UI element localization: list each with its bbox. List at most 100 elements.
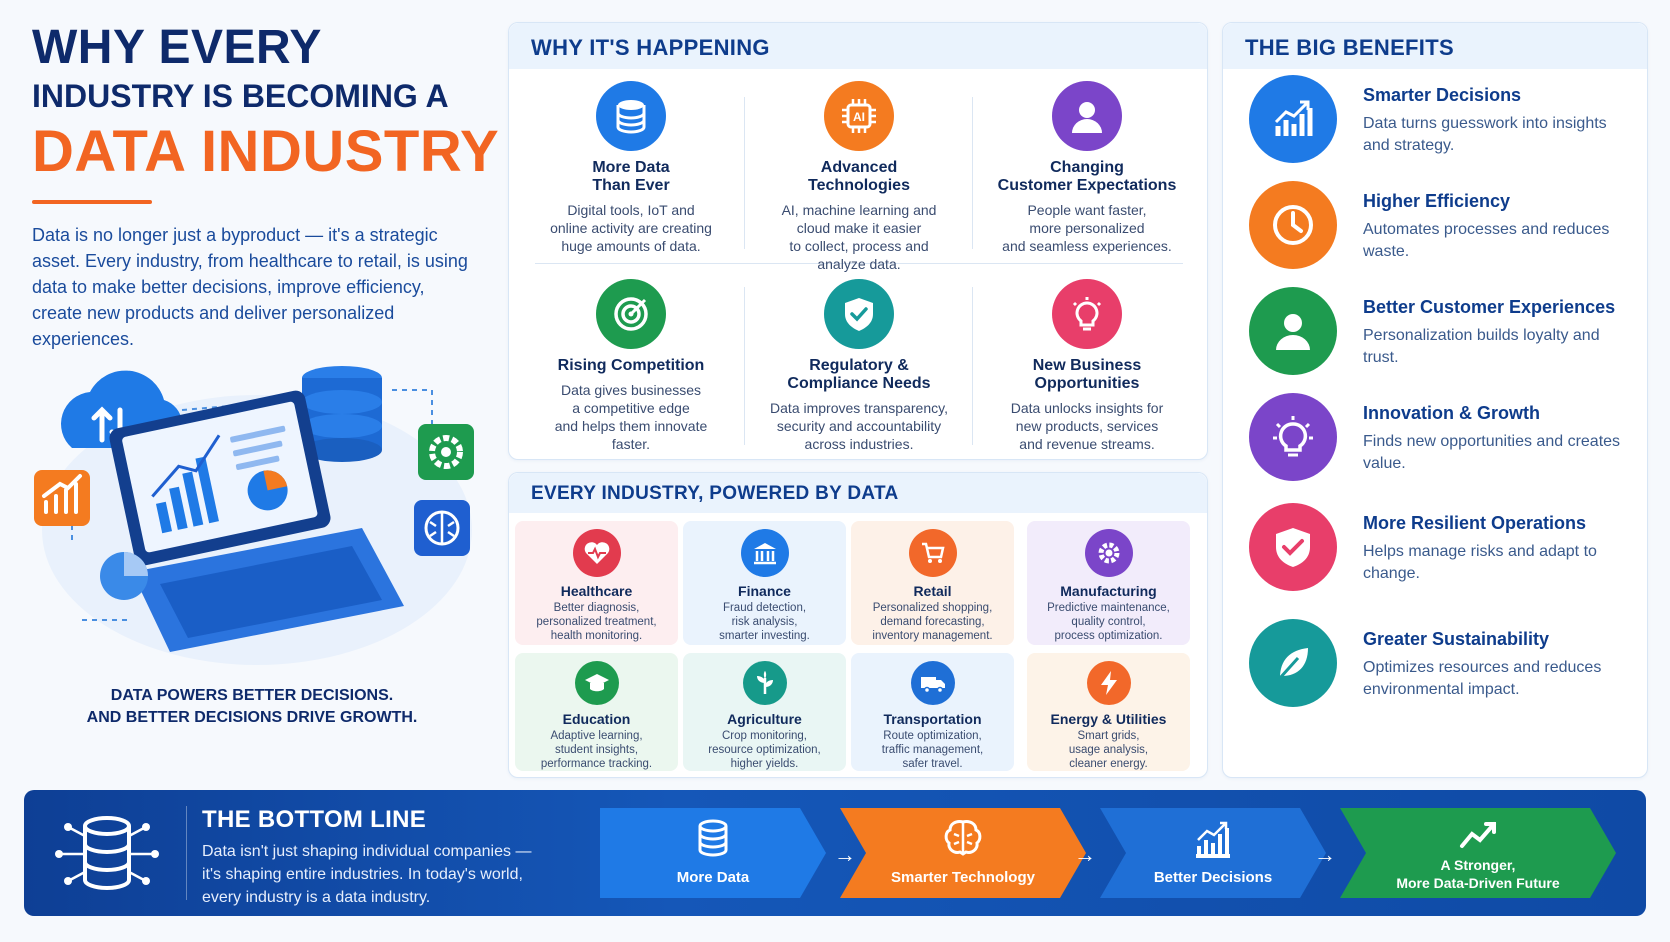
bottom-line-title: THE BOTTOM LINE (202, 806, 427, 833)
why-divider (972, 287, 973, 445)
flow-step-data-driven-future: A Stronger, More Data-Driven Future (1340, 806, 1616, 900)
industry-name: Manufacturing (1060, 583, 1157, 599)
cart-icon (908, 529, 957, 577)
industries-panel-title: EVERY INDUSTRY, POWERED BY DATA (531, 483, 899, 504)
industry-desc: Crop monitoring, resource optimization, … (708, 730, 821, 770)
target-icon (596, 279, 666, 349)
benefit-title: Higher Efficiency (1363, 191, 1511, 211)
benefit-resilient-operations: More Resilient Operations Helps manage r… (1249, 503, 1639, 603)
lightbulb-icon (1249, 393, 1337, 481)
industry-name: Transportation (883, 711, 982, 727)
benefit-desc: Automates processes and reduces waste. (1363, 221, 1610, 260)
benefit-customer-experiences: Better Customer Experiences Personalizat… (1249, 287, 1639, 387)
why-divider (972, 97, 973, 249)
industry-desc: Adaptive learning, student insights, per… (540, 730, 653, 770)
plant-icon (742, 661, 787, 705)
industry-desc: Personalized shopping, demand forecastin… (872, 602, 993, 642)
leaf-icon (1249, 619, 1337, 707)
caption-line-2: AND BETTER DECISIONS DRIVE GROWTH. (86, 709, 418, 726)
benefit-desc: Optimizes resources and reduces environm… (1363, 659, 1602, 698)
why-grid: More Data Than Ever Digital tools, IoT a… (517, 79, 1201, 453)
bar-chart-up-icon (1249, 75, 1337, 163)
industry-name: Agriculture (727, 711, 802, 727)
why-item-opportunities: New Business Opportunities Data unlocks … (973, 279, 1201, 453)
benefit-desc: Finds new opportunities and creates valu… (1363, 433, 1621, 472)
benefit-smarter-decisions: Smarter Decisions Data turns guesswork i… (1249, 75, 1639, 175)
title-line-3: DATA INDUSTRY (32, 119, 500, 184)
flow-step-better-decisions: Better Decisions (1100, 806, 1326, 900)
title-divider (32, 200, 152, 204)
why-item-title: Changing Customer Expectations (997, 159, 1177, 194)
benefit-title: More Resilient Operations (1363, 513, 1587, 533)
truck-icon (910, 661, 955, 705)
intro-text: Data is no longer just a byproduct — it'… (32, 225, 468, 349)
why-item-competition: Rising Competition Data gives businesses… (517, 279, 745, 453)
title-line-2: INDUSTRY IS BECOMING A (32, 78, 449, 114)
why-item-desc: AI, machine learning and cloud make it e… (781, 202, 937, 272)
industry-card-transportation: Transportation Route optimization, traff… (851, 653, 1014, 771)
why-item-advanced-tech: AI Advanced Technologies AI, machine lea… (745, 81, 973, 273)
industry-desc: Smart grids, usage analysis, cleaner ene… (1068, 730, 1149, 770)
ai-chip-icon: AI (824, 81, 894, 151)
industry-card-healthcare: Healthcare Better diagnosis, personalize… (515, 521, 678, 645)
flow-step-label: Smarter Technology (891, 869, 1035, 886)
growth-chart-icon (34, 470, 90, 526)
database-network-icon (55, 816, 159, 890)
industry-card-agriculture: Agriculture Crop monitoring, resource op… (683, 653, 846, 771)
bottom-line-text: Data isn't just shaping individual compa… (202, 843, 532, 906)
benefit-higher-efficiency: Higher Efficiency Automates processes an… (1249, 181, 1639, 281)
shield-check-icon (1249, 503, 1337, 591)
benefit-innovation: Innovation & Growth Finds new opportunit… (1249, 393, 1639, 493)
benefit-desc: Data turns guesswork into insights and s… (1363, 115, 1607, 154)
why-item-more-data: More Data Than Ever Digital tools, IoT a… (517, 81, 745, 255)
why-panel-header (509, 23, 1207, 69)
laptop-data-illustration (34, 366, 474, 665)
why-panel-title: WHY IT'S HAPPENING (531, 35, 770, 60)
flow-arrow-icon: → (1314, 842, 1336, 867)
industry-desc: Better diagnosis, personalized treatment… (536, 602, 657, 642)
why-item-desc: Data gives businesses a competitive edge… (554, 382, 708, 452)
why-item-customer-expectations: Changing Customer Expectations People wa… (973, 81, 1201, 255)
benefit-sustainability: Greater Sustainability Optimizes resourc… (1249, 619, 1639, 719)
pie-chart-icon (100, 552, 148, 600)
why-item-title: Regulatory & Compliance Needs (787, 357, 931, 392)
benefits-panel-header (1223, 23, 1647, 69)
industry-desc: Predictive maintenance, quality control,… (1047, 602, 1170, 642)
brain-icon (944, 820, 982, 856)
graduation-cap-icon (574, 661, 619, 705)
benefits-panel: THE BIG BENEFITS Smarter Decisions Data … (1222, 22, 1648, 778)
industry-name: Finance (738, 583, 791, 599)
benefit-desc: Helps manage risks and adapt to change. (1363, 543, 1597, 582)
caption-line-1: DATA POWERS BETTER DECISIONS. (110, 687, 394, 704)
why-item-title: New Business Opportunities (1032, 357, 1142, 392)
why-divider (744, 97, 745, 249)
user-icon (1249, 287, 1337, 375)
why-divider (535, 263, 1183, 264)
flow-step-label: Better Decisions (1153, 869, 1273, 886)
flow-step-label: A Stronger, More Data-Driven Future (1396, 857, 1560, 891)
lightbulb-icon (1052, 279, 1122, 349)
laptop-icon (109, 390, 404, 652)
why-item-desc: People want faster, more personalized an… (1002, 202, 1172, 254)
database-icon (698, 819, 728, 857)
why-item-title: Rising Competition (557, 357, 705, 374)
heart-pulse-icon (572, 529, 621, 577)
industry-name: Energy & Utilities (1050, 711, 1167, 727)
why-panel: WHY IT'S HAPPENING More Data Than Ever D… (508, 22, 1208, 460)
industries-panel: EVERY INDUSTRY, POWERED BY DATA Healthca… (508, 472, 1208, 778)
database-stack-icon (302, 366, 382, 462)
why-item-title: Advanced Technologies (808, 159, 910, 194)
benefit-title: Greater Sustainability (1363, 629, 1550, 649)
bar-chart-up-icon (1196, 821, 1230, 858)
industry-name: Retail (913, 583, 952, 599)
industry-card-finance: Finance Fraud detection, risk analysis, … (683, 521, 846, 645)
flow-step-more-data: More Data (600, 806, 826, 900)
industries-panel-header (509, 473, 1207, 513)
industry-desc: Route optimization, traffic management, … (881, 730, 984, 770)
why-divider (744, 287, 745, 445)
flow-step-smarter-technology: Smarter Technology (840, 806, 1086, 900)
lightning-icon (1086, 661, 1131, 705)
industry-card-energy: Energy & Utilities Smart grids, usage an… (1027, 653, 1190, 771)
page-title: WHY EVERY INDUSTRY IS BECOMING A DATA IN… (32, 20, 502, 188)
industry-card-retail: Retail Personalized shopping, demand for… (851, 521, 1014, 645)
